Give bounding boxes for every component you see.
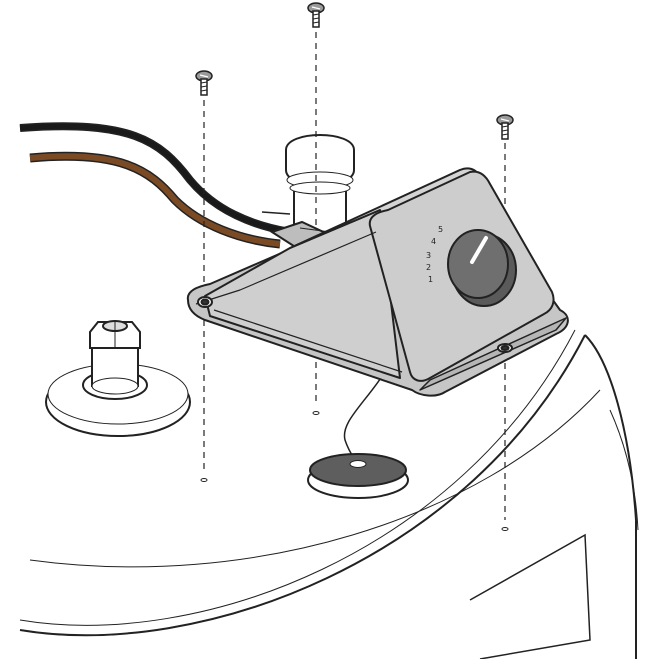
dial-scale: 1 2 3 4 5 <box>426 225 443 284</box>
mounting-screw-left <box>195 70 213 96</box>
dial-scale-5: 5 <box>438 225 443 234</box>
pipe-fitting <box>45 320 191 437</box>
power-cable-brown <box>29 151 281 249</box>
dial-scale-3: 3 <box>426 251 431 260</box>
screw-holes <box>200 411 509 531</box>
dial-scale-2: 2 <box>426 263 431 272</box>
temperature-dial <box>447 229 517 307</box>
sensor-probe <box>307 359 409 499</box>
mounting-screw-top <box>307 2 325 28</box>
dial-scale-4: 4 <box>431 237 436 246</box>
water-heater-top <box>19 329 639 660</box>
dial-scale-1: 1 <box>428 275 433 284</box>
pilot-cap <box>261 134 355 236</box>
mounting-screw-right <box>496 114 514 140</box>
power-cables <box>19 122 291 249</box>
